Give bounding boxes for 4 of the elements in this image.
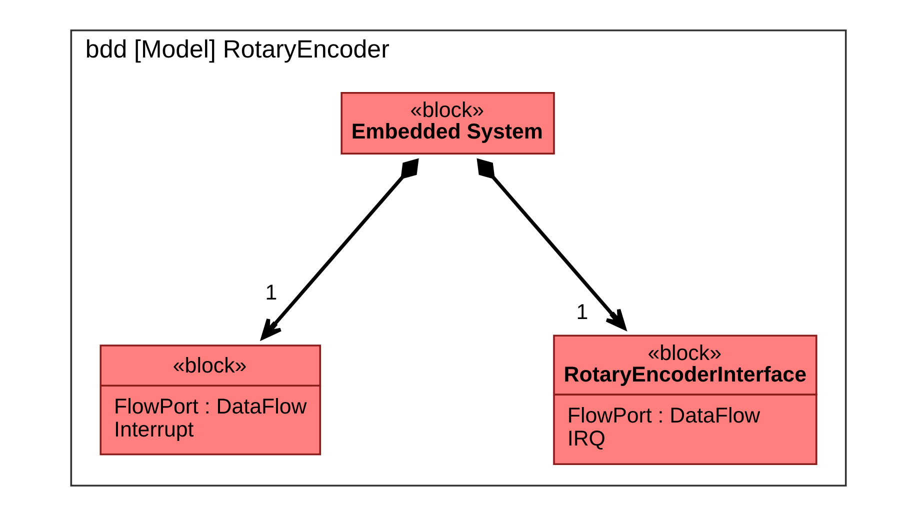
edge-label: 1 (576, 300, 588, 324)
edge-label: 1 (265, 280, 278, 304)
arrow (260, 158, 419, 340)
arrow (476, 158, 626, 330)
